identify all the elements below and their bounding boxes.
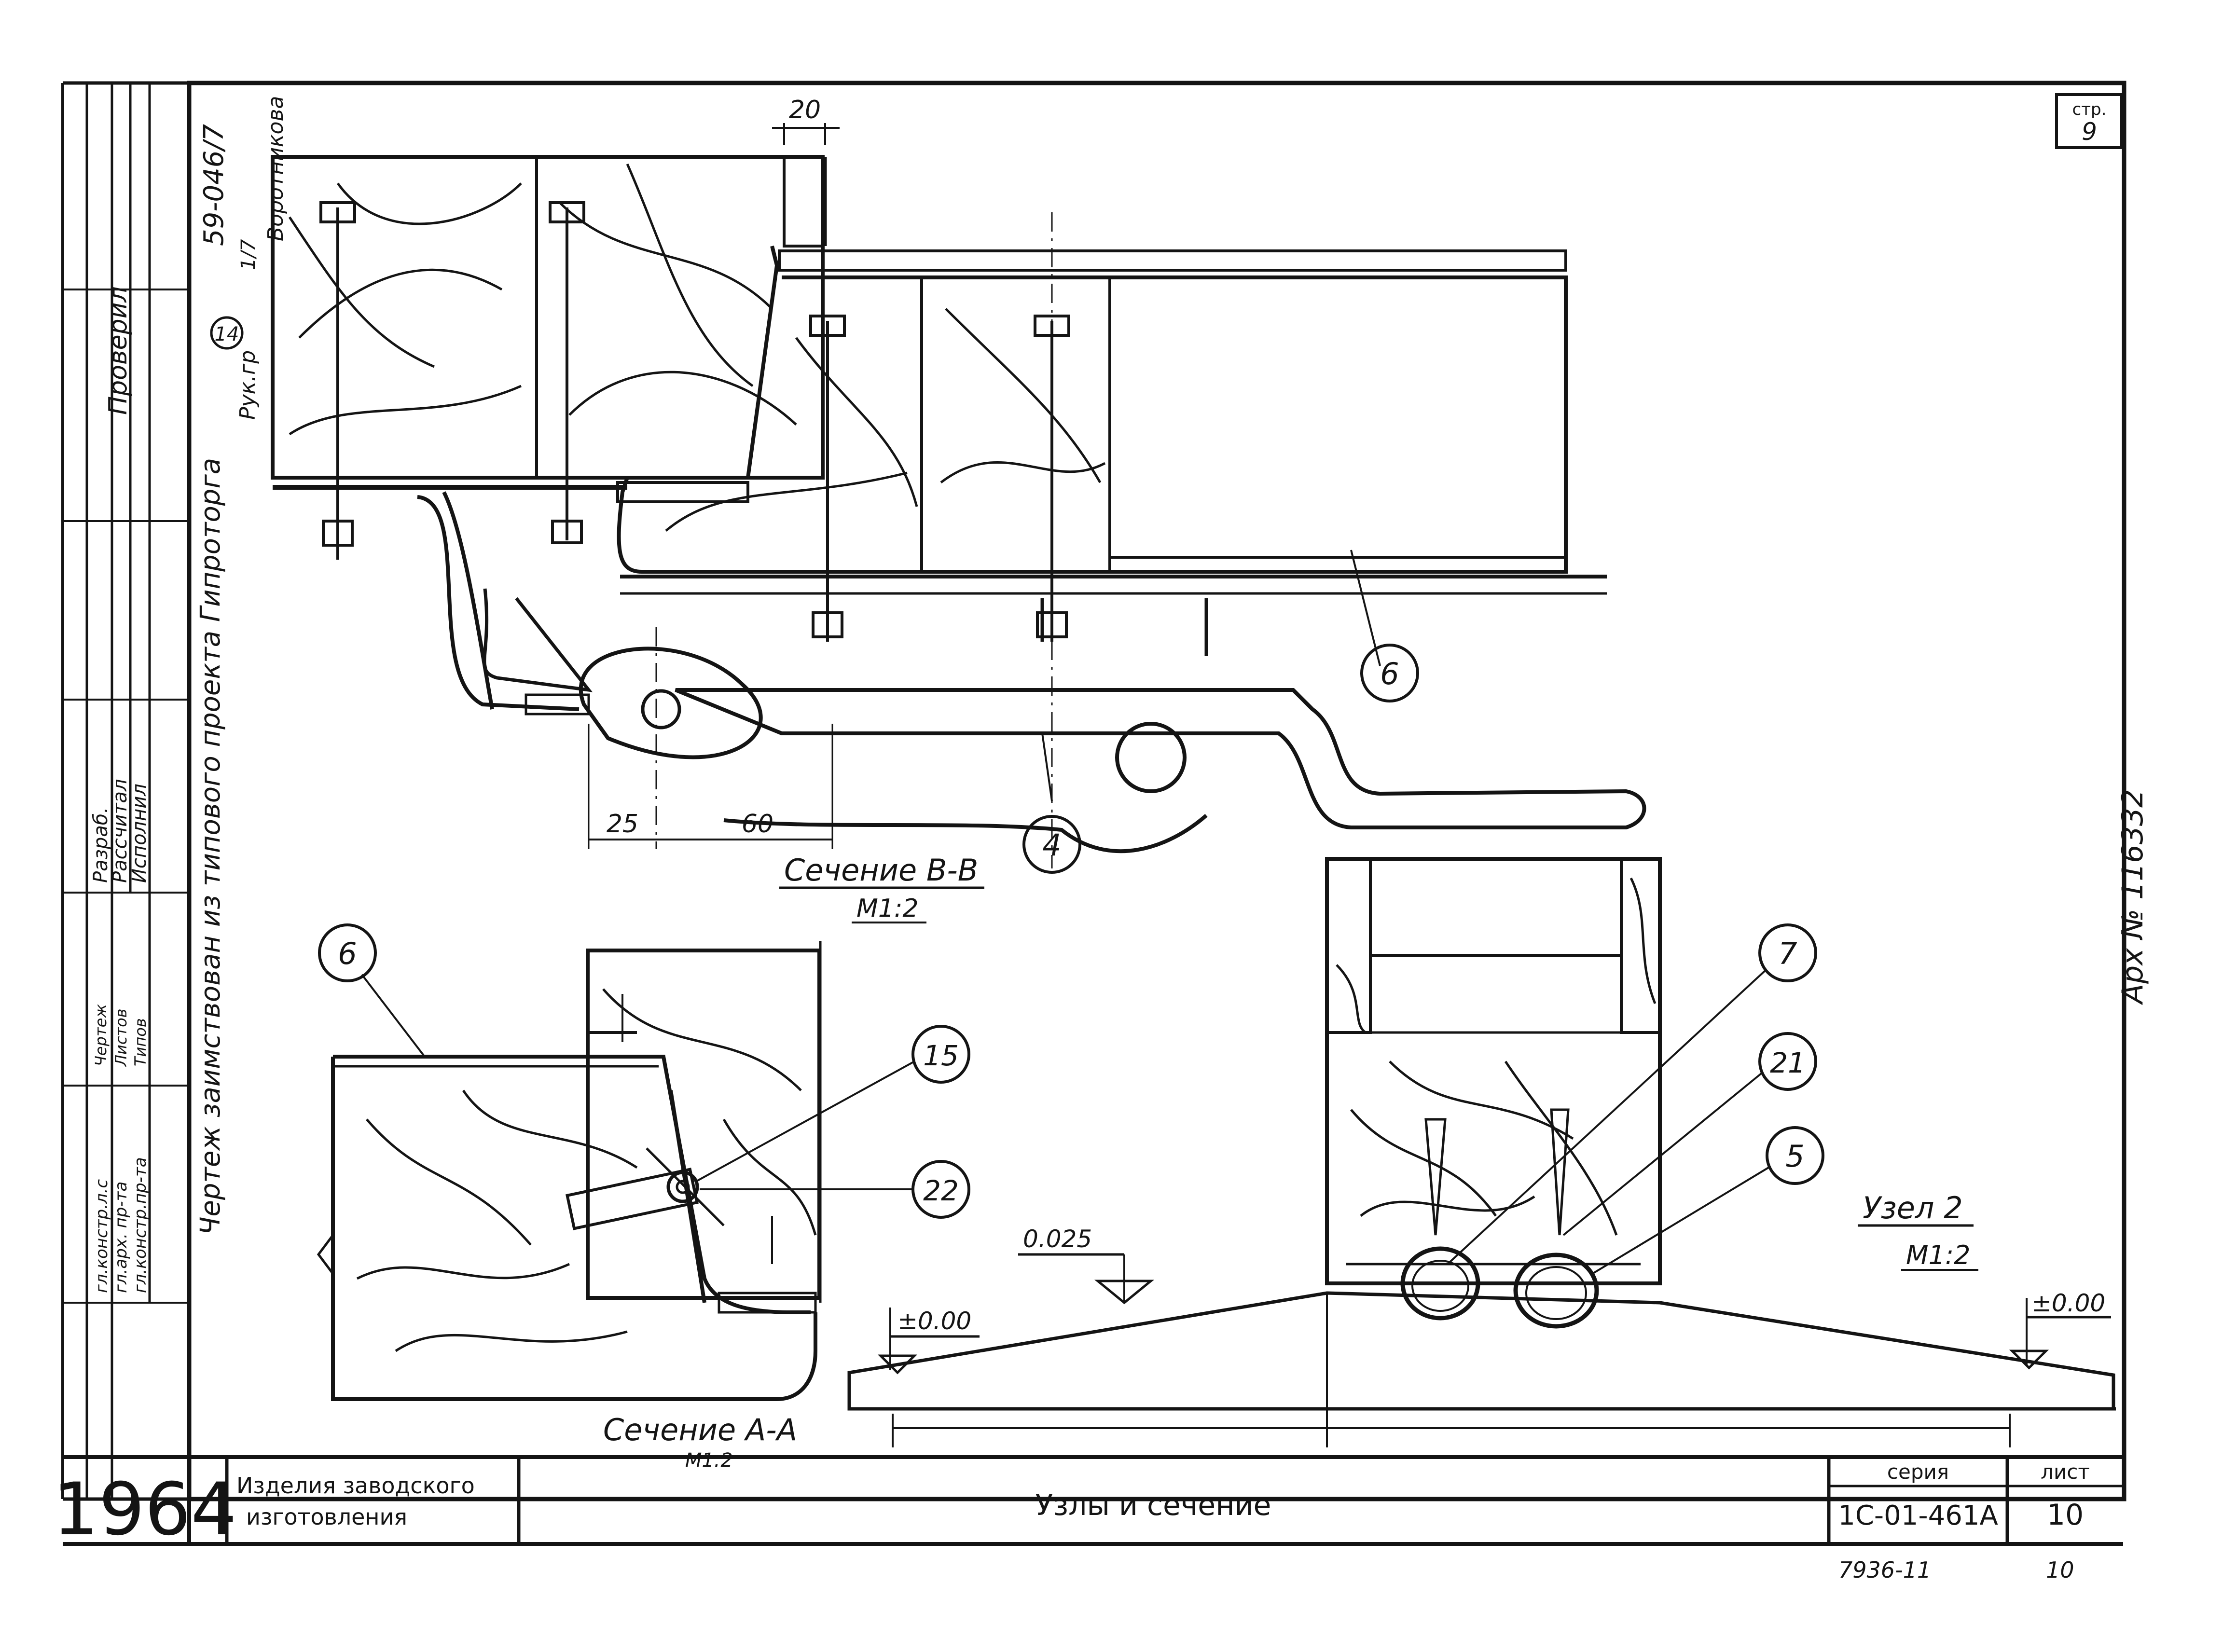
leader-21	[1562, 1073, 1762, 1236]
source-note: Чертеж заимствован из типового проекта Г…	[195, 458, 226, 1235]
left-stamp-grid	[63, 83, 189, 1499]
callout-21: 21	[1770, 1046, 1806, 1079]
section-bb-drawing	[271, 123, 1646, 868]
ruk-label: Рук.гр	[235, 350, 260, 420]
callout-6a: 6	[1380, 656, 1399, 691]
elev-top: 0.025	[1023, 1225, 1092, 1253]
label-konstr-1: гл.констр.л.с	[92, 1179, 111, 1293]
callout-14: 14	[215, 323, 239, 345]
bb-title: Сечение В-В	[784, 853, 978, 888]
drawing-title: Узлы и сечение	[1036, 1488, 1271, 1522]
callout-circle-15	[911, 1025, 970, 1084]
aa-title: Сечение А-А	[603, 1412, 797, 1447]
callout-15: 15	[923, 1039, 959, 1072]
project-code: 59-046/7	[198, 124, 230, 246]
callout-circle-6b	[318, 923, 377, 982]
sheet-value: 10	[2047, 1498, 2084, 1532]
callout-circle-21	[1758, 1032, 1817, 1091]
sig-word-1: Чертеж	[92, 1004, 110, 1066]
node2-scale: М1:2	[1906, 1240, 1971, 1270]
bb-scale: М1:2	[856, 894, 919, 923]
org-line-2: изготовления	[246, 1504, 407, 1530]
author-name: Воротникова	[263, 96, 288, 241]
elev-left: ±0.00	[897, 1307, 971, 1335]
org-line-1: Изделия заводского	[236, 1473, 475, 1499]
callout-6b: 6	[338, 936, 357, 971]
callout-circle-5	[1766, 1126, 1824, 1185]
bb-dim-top: 20	[789, 96, 821, 124]
callout-circle-6a	[1360, 644, 1419, 702]
callout-5: 5	[1785, 1139, 1804, 1174]
callout-22: 22	[923, 1174, 959, 1207]
node2-drawing	[847, 857, 2116, 1447]
page-box	[2055, 93, 2123, 149]
sig-word-2: Листов	[112, 1008, 130, 1067]
callout-circle-7	[1758, 923, 1817, 982]
bb-dim-right: 60	[742, 810, 773, 839]
callout-circle-14	[210, 316, 244, 350]
leader-5	[1591, 1167, 1769, 1275]
page-number: 9	[2082, 118, 2097, 146]
label-rasschital: Рассчитал	[109, 779, 131, 883]
series-value: 1С-01-461А	[1838, 1500, 1998, 1531]
page-label: стр.	[2072, 100, 2107, 119]
sheet-label: лист	[2041, 1460, 2090, 1484]
label-spec-prog: гл.арх. пр-та	[111, 1182, 131, 1293]
series-label: серия	[1887, 1460, 1949, 1484]
label-ispolnil: Исполнил	[128, 784, 151, 883]
title-block-grid	[63, 1455, 2123, 1546]
callout-7: 7	[1778, 936, 1797, 971]
drawing-frame	[187, 81, 2126, 1501]
label-proveril: Проверил	[104, 286, 133, 415]
label-razrab: Разраб.	[90, 807, 112, 883]
archive-number: Арх № 116332	[2116, 789, 2150, 1005]
leader-15	[694, 1060, 915, 1183]
callout-circle-4	[1022, 815, 1081, 874]
project-code-2: 1/7	[237, 239, 260, 270]
elev-right: ±0.00	[2031, 1289, 2105, 1317]
bb-dim-left: 25	[607, 810, 638, 839]
aa-scale: М1:2	[685, 1449, 733, 1472]
bottom-right-number: 10	[2046, 1557, 2074, 1583]
sig-word-3: Типов	[131, 1018, 150, 1066]
label-konstr-2: гл.констр.пр-та	[131, 1157, 150, 1293]
leader-7	[1447, 969, 1767, 1265]
leader-6b	[361, 974, 426, 1058]
node2-title: Узел 2	[1863, 1190, 1963, 1225]
bottom-code: 7936-11	[1838, 1557, 1931, 1583]
callout-4: 4	[1042, 827, 1061, 863]
year: 1964	[53, 1468, 237, 1552]
section-aa-drawing	[317, 941, 822, 1401]
